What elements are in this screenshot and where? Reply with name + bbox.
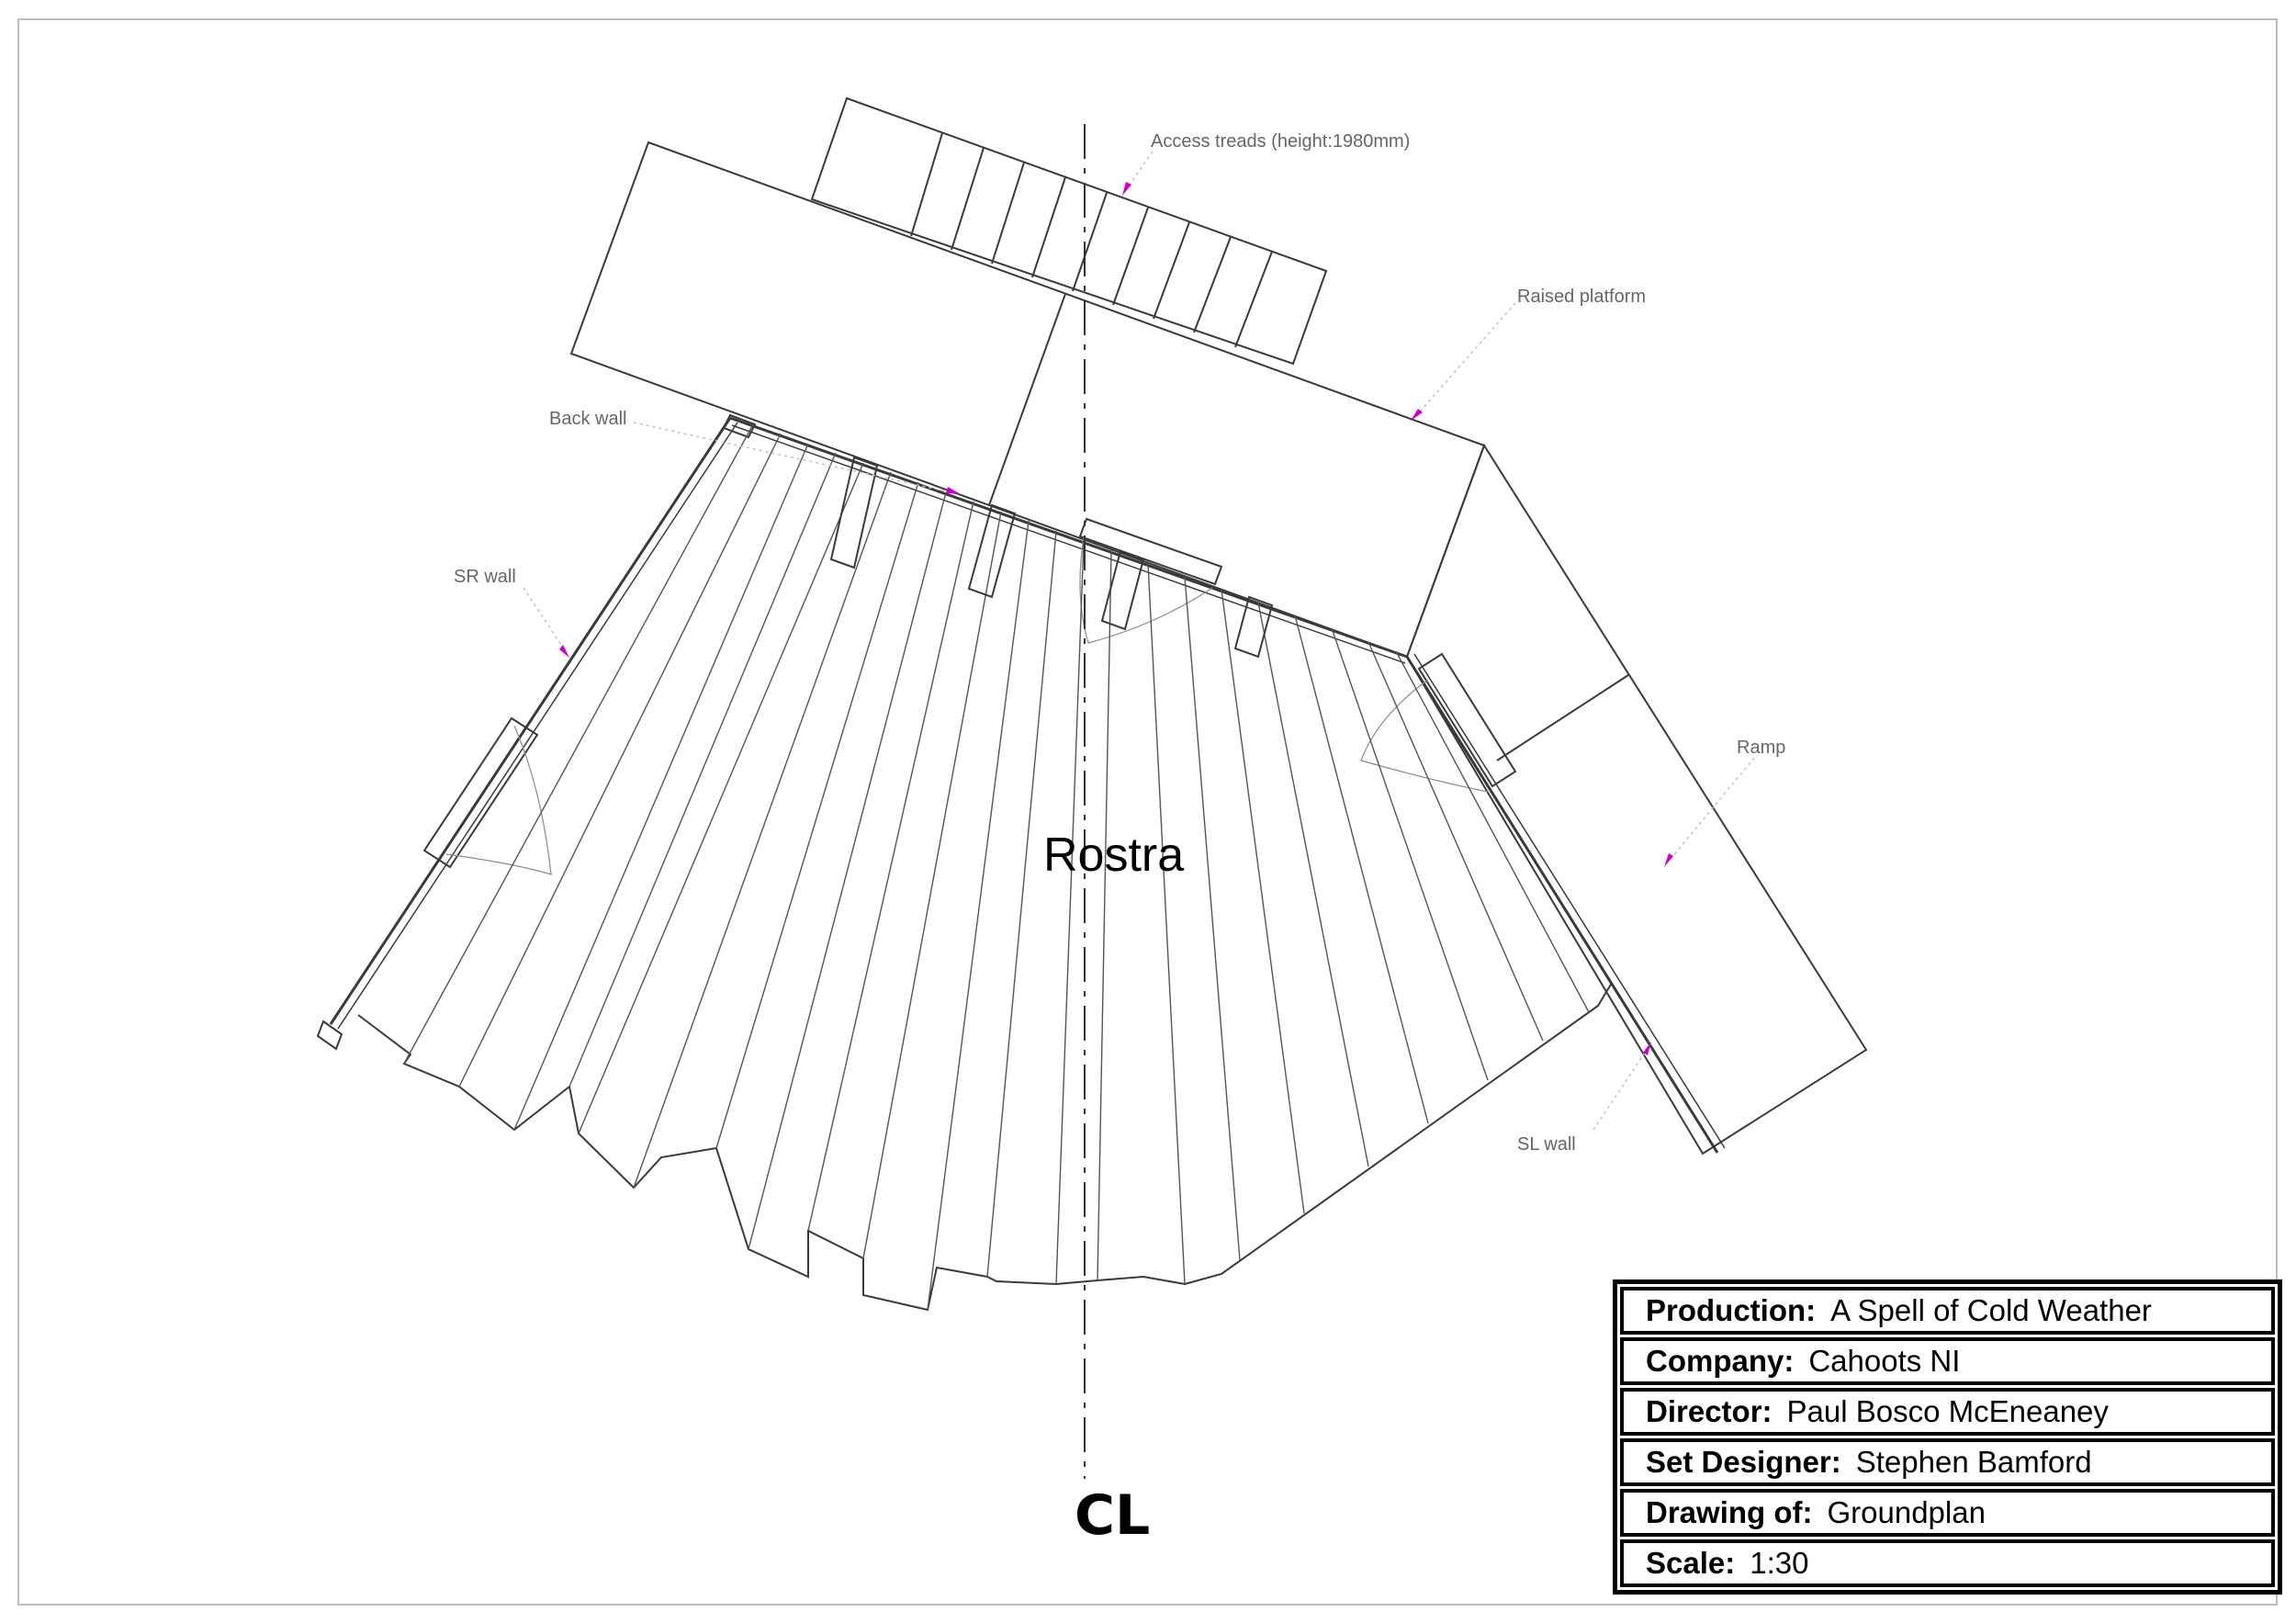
title-key: Production: [1646, 1293, 1817, 1327]
title-value: Groundplan [1827, 1495, 1986, 1529]
title-row-production: Production: A Spell of Cold Weather [1620, 1287, 2275, 1335]
label-ramp: Ramp [1737, 738, 1785, 758]
title-key: Company: [1646, 1344, 1795, 1378]
title-value: Stephen Bamford [1855, 1445, 2092, 1479]
label-access-treads: Access treads (height:1980mm) [1151, 131, 1410, 152]
label-back-wall: Back wall [549, 409, 626, 429]
back-door [1078, 517, 1223, 586]
title-value: 1:30 [1750, 1546, 1809, 1580]
title-key: Director: [1646, 1394, 1773, 1428]
label-sr-wall: SR wall [454, 567, 516, 587]
title-value: Cahoots NI [1808, 1344, 1961, 1378]
sr-door [422, 716, 539, 869]
back-wall [729, 416, 1408, 659]
title-row-company: Company: Cahoots NI [1620, 1337, 2275, 1385]
title-row-director: Director: Paul Bosco McEneaney [1620, 1388, 2275, 1436]
centreline-symbol: CL [1075, 1483, 1150, 1548]
title-row-set-designer: Set Designer: Stephen Bamford [1620, 1438, 2275, 1486]
title-key: Set Designer: [1646, 1445, 1841, 1479]
sr-wall [329, 417, 732, 1025]
title-row-scale: Scale: 1:30 [1620, 1539, 2275, 1587]
platform-seam [988, 293, 1066, 506]
ramp-seam [1496, 674, 1629, 761]
sl-door [1417, 652, 1517, 788]
rostra-strips [403, 423, 1590, 1311]
access-treads [810, 96, 1328, 366]
rostra-label: Rostra [1043, 828, 1184, 882]
title-key: Drawing of: [1646, 1495, 1813, 1529]
rostra-boundary [357, 982, 1613, 1312]
title-row-drawing-of: Drawing of: Groundplan [1620, 1489, 2275, 1537]
ramp [1405, 443, 1868, 1155]
title-value: Paul Bosco McEneaney [1786, 1394, 2109, 1428]
tread-lines [910, 132, 1273, 348]
label-raised-platform: Raised platform [1517, 287, 1646, 307]
title-key: Scale: [1646, 1546, 1736, 1580]
title-block: Production: A Spell of Cold Weather Compa… [1613, 1279, 2282, 1595]
sl-wall [1405, 656, 1719, 1154]
title-value: A Spell of Cold Weather [1830, 1293, 2152, 1327]
label-sl-wall: SL wall [1517, 1134, 1576, 1155]
drawing-frame [17, 18, 2278, 1606]
